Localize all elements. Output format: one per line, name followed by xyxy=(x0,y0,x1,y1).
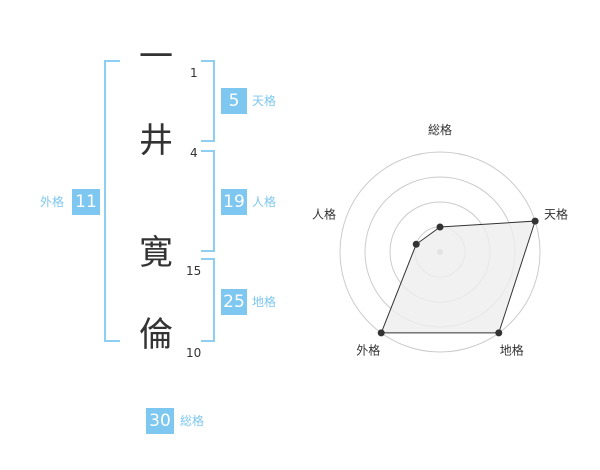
sou-value-badge: 30 xyxy=(146,408,174,434)
radar-axis-label-3: 地格 xyxy=(500,343,524,358)
radar-point-4 xyxy=(377,329,385,337)
chi-bracket xyxy=(201,258,215,342)
chi-value-badge: 25 xyxy=(221,289,247,315)
name-char-1: 一 xyxy=(139,37,173,77)
ten-label: 天格 xyxy=(252,94,277,108)
stroke-count-2: 4 xyxy=(190,146,198,160)
stroke-count-3: 15 xyxy=(186,264,202,278)
outer-bracket xyxy=(104,60,120,342)
jin-bracket xyxy=(201,150,215,252)
radar-axis-label-2: 天格 xyxy=(544,206,568,221)
ten-value-badge: 5 xyxy=(221,88,247,114)
chi-label: 地格 xyxy=(252,295,277,309)
stroke-count-4: 10 xyxy=(186,346,202,360)
jin-label: 人格 xyxy=(252,195,277,209)
radar-axis-label-1: 総格 xyxy=(428,122,452,137)
ten-bracket xyxy=(201,60,215,142)
radar-point-2 xyxy=(531,217,539,225)
radar-axis-label-5: 人格 xyxy=(312,206,336,221)
sou-label: 総格 xyxy=(180,414,205,428)
radar-point-3 xyxy=(495,329,503,337)
radar-grid-ring xyxy=(339,151,541,353)
jin-value-badge: 19 xyxy=(221,189,247,215)
gai-value-badge: 11 xyxy=(72,189,100,215)
radar-point-5 xyxy=(412,240,420,248)
name-char-2: 井 xyxy=(139,121,173,161)
name-char-4: 倫 xyxy=(139,315,173,355)
radar-series-area xyxy=(380,220,536,334)
stroke-count-1: 1 xyxy=(190,66,198,80)
radar-axis-label-4: 外格 xyxy=(356,343,380,358)
name-char-3: 寛 xyxy=(139,233,173,273)
radar-point-1 xyxy=(436,223,444,231)
gai-label: 外格 xyxy=(40,195,65,209)
